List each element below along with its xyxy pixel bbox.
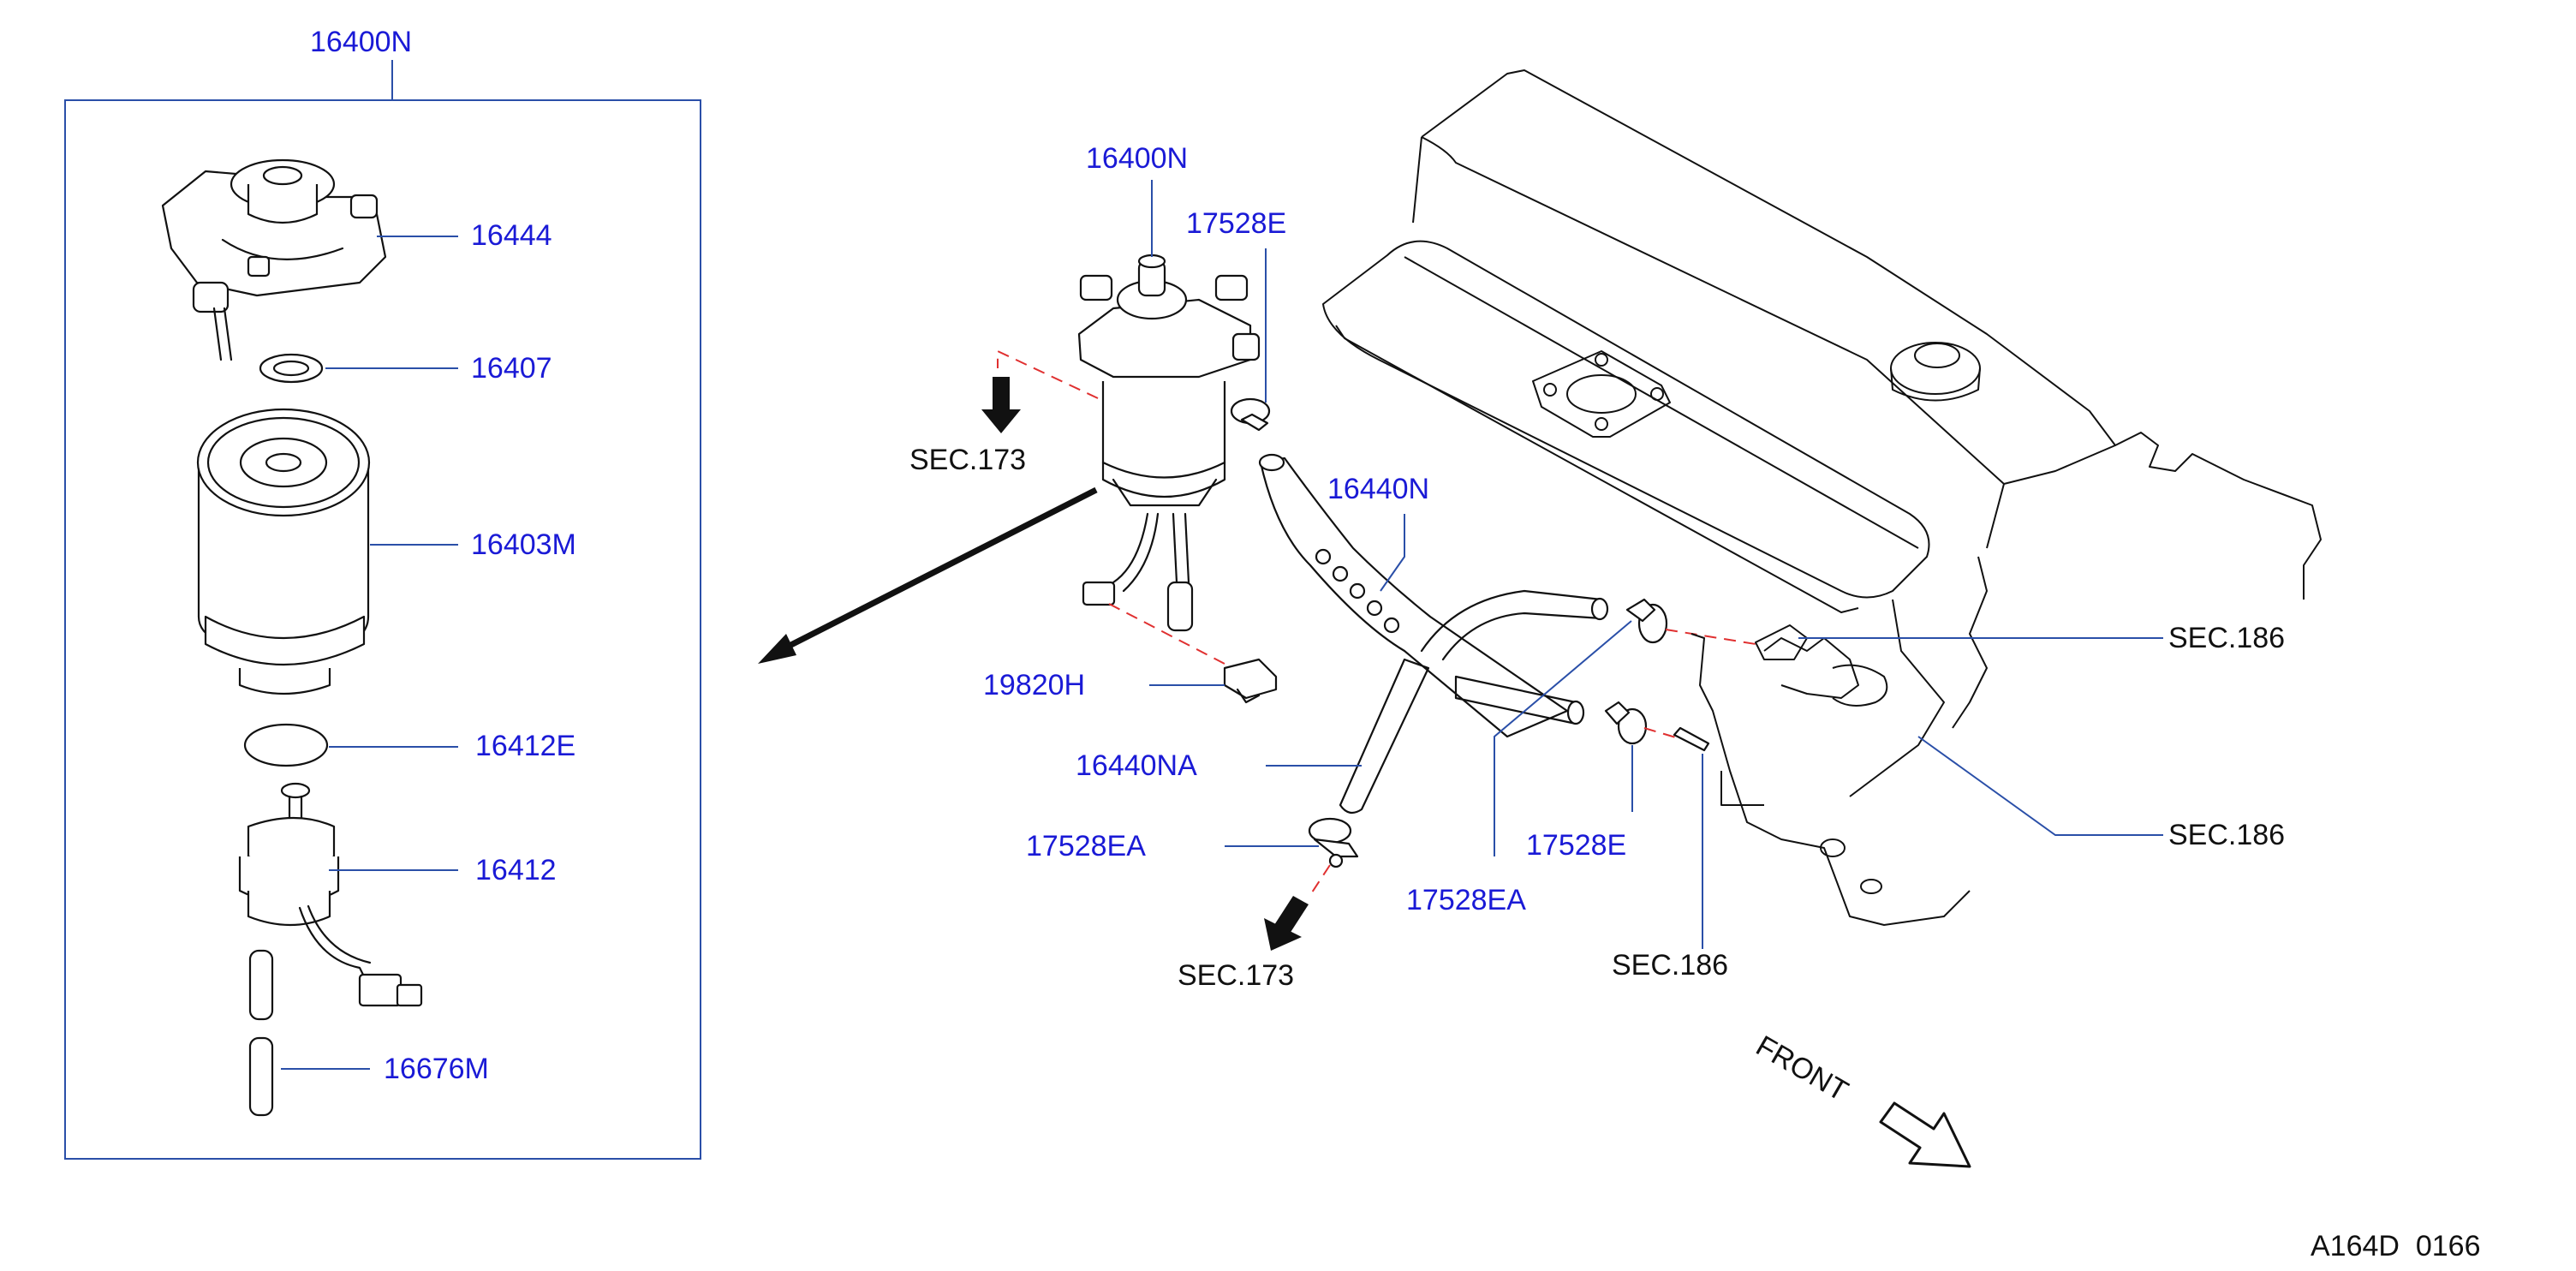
hose-clamp-part [1230, 397, 1271, 432]
callout-sec173-bottom: SEC.173 [1178, 959, 1294, 992]
return-hose-part [1420, 589, 1603, 661]
callout-16403M: 16403M [471, 528, 576, 561]
seal-ring-part [259, 353, 324, 384]
callout-17528E-mid: 17528E [1526, 829, 1626, 862]
hose-clamp-part-mid-lower [1604, 701, 1648, 745]
callout-17528E-top: 17528E [1186, 207, 1286, 240]
callout-16400N-main: 16400N [1086, 142, 1188, 175]
callout-sec186-right1: SEC.186 [2168, 622, 2285, 654]
callout-sec173-top: SEC.173 [909, 444, 1026, 476]
front-label: FRONT [1750, 1029, 1853, 1107]
pointer-arrow-icon [758, 486, 1098, 664]
hose-clamp-part-mid-upper [1625, 598, 1668, 644]
hidden-line-connector [1108, 603, 1225, 665]
callout-16400N-box: 16400N [310, 26, 412, 58]
callout-17528EA-mid: 17528EA [1406, 884, 1526, 916]
hidden-line-sec186-a [1665, 629, 1756, 645]
down-left-arrow-icon [1264, 896, 1309, 951]
leader-16440N [1380, 514, 1405, 592]
fuel-hose-part [1258, 453, 1569, 738]
callout-16676M: 16676M [384, 1053, 489, 1085]
pipe-stub-part [1673, 726, 1710, 752]
leader-sec186-right2 [1917, 736, 2163, 836]
callout-sec186-bottom: SEC.186 [1612, 949, 1728, 982]
fuel-hose-NA-part [1339, 658, 1430, 815]
down-arrow-icon [981, 377, 1021, 433]
callout-16407: 16407 [471, 352, 552, 385]
exploded-view-frame [64, 99, 701, 1160]
engine-block-outline [1322, 69, 2322, 926]
diagram-reference-code: A164D 0166 [2311, 1230, 2481, 1262]
callout-16412E: 16412E [475, 730, 575, 762]
filter-element-part [196, 408, 371, 695]
hidden-line-sec173-top [997, 349, 1099, 399]
front-direction-arrow-icon [1879, 1101, 1971, 1168]
callout-16440N: 16440N [1327, 473, 1429, 505]
callout-16412: 16412 [475, 854, 557, 886]
callout-16440NA: 16440NA [1076, 749, 1197, 782]
callout-19820H: 19820H [983, 669, 1085, 701]
sensor-part [238, 782, 423, 1007]
hidden-line-sec173-bottom [1309, 864, 1331, 896]
fuel-filter-assembly-part [1077, 254, 1261, 632]
leader-17528EA-mid [1494, 620, 1632, 856]
callout-sec186-right2: SEC.186 [2168, 819, 2285, 851]
hose-clamp-part-EA [1308, 817, 1359, 868]
filter-head-part [161, 158, 387, 361]
callout-16444: 16444 [471, 219, 552, 252]
connector-part [1223, 658, 1278, 704]
gasket-part [243, 723, 329, 767]
hose-pieces-part [248, 949, 274, 1117]
hidden-line-sec186-b [1643, 727, 1679, 739]
callout-17528EA-left: 17528EA [1026, 830, 1146, 862]
